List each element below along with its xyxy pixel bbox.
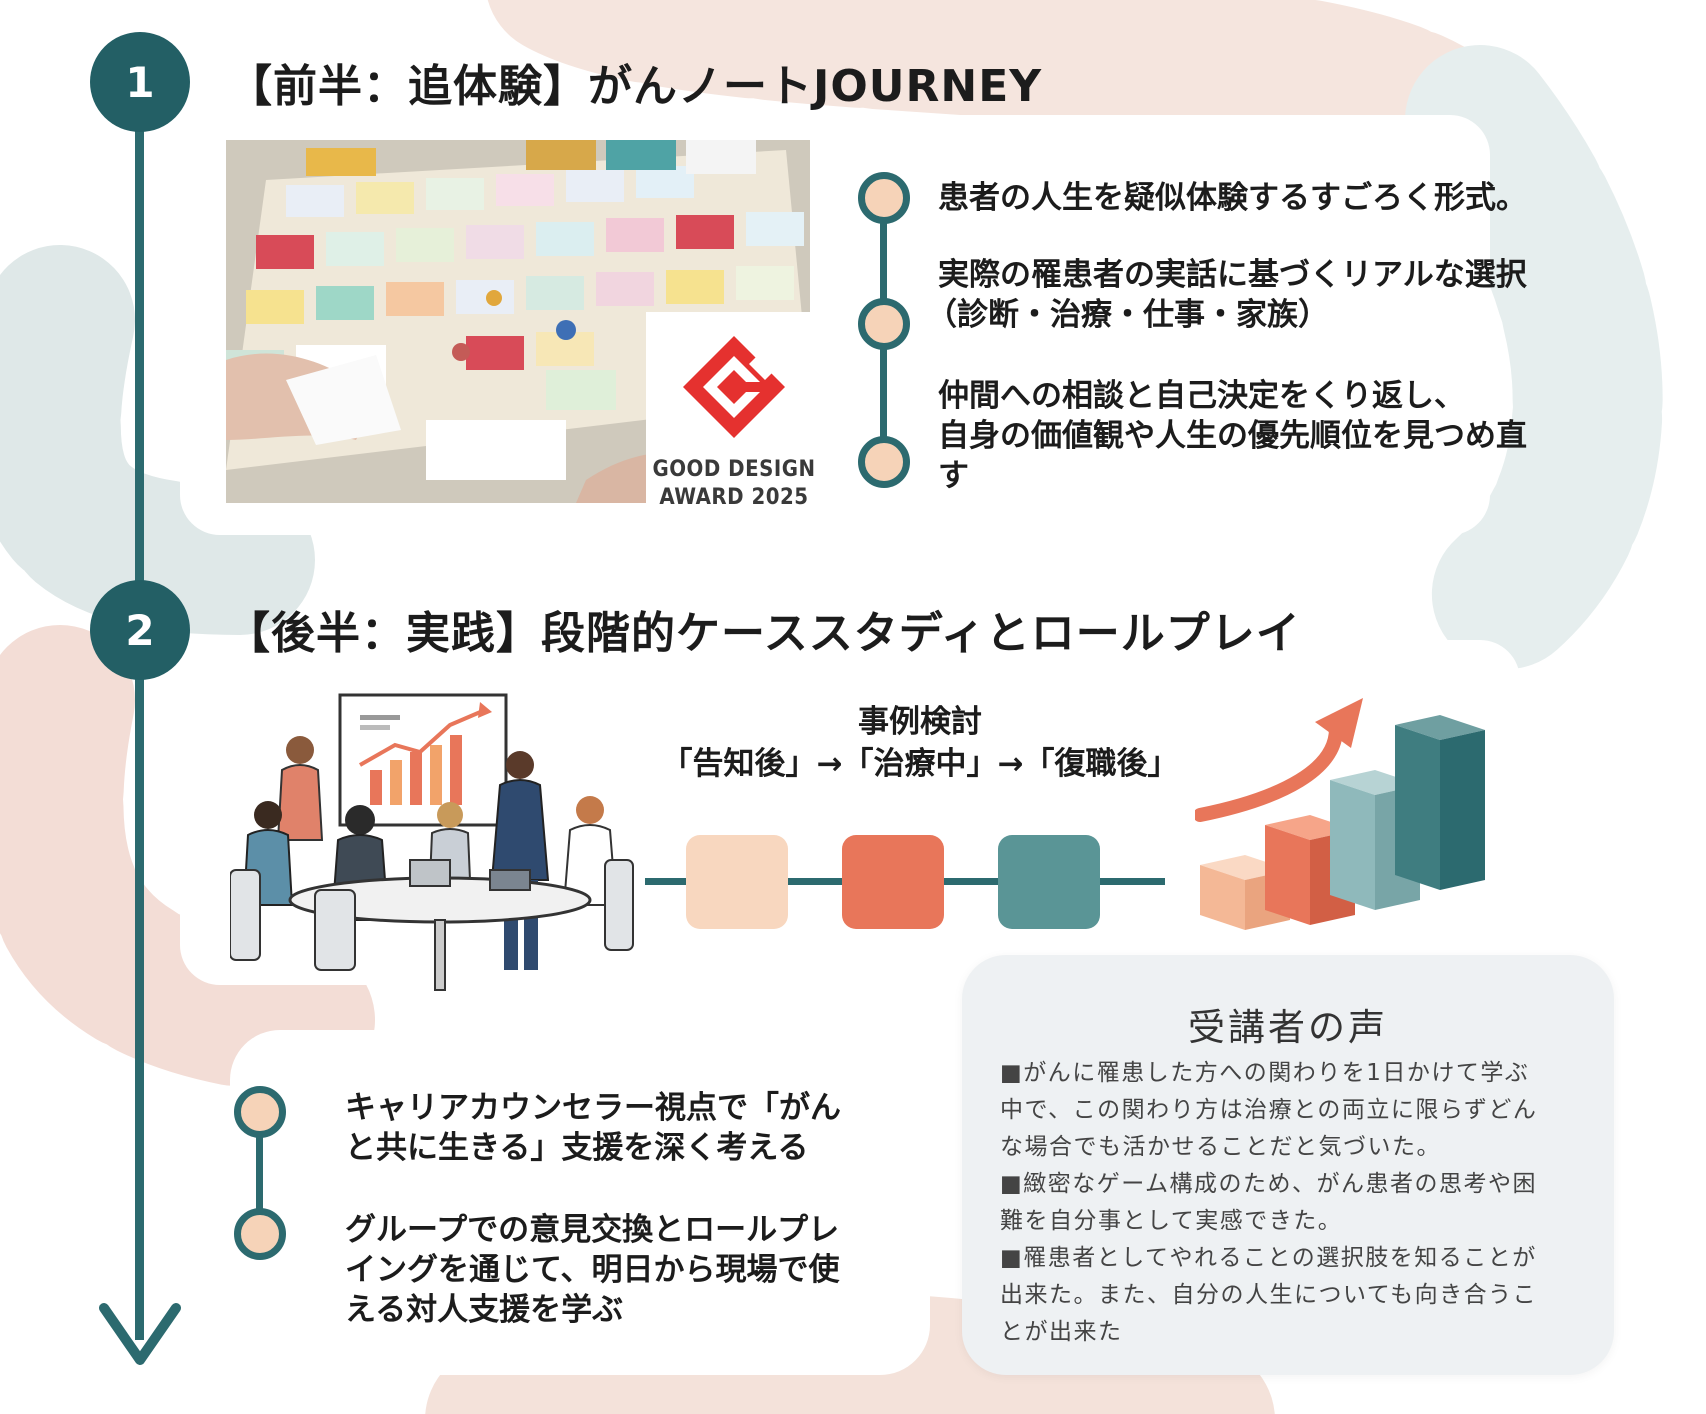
voice-line: ■罹患者としてやれることの選択肢を知ることが [1000,1245,1537,1271]
voice-line: 難を自分事として実感できた。 [1000,1208,1343,1234]
step-1-circle: 1 [90,32,190,132]
panel-bottom [230,1030,930,1375]
flow-step-notification [686,835,788,929]
participant-voices-card: 受講者の声 ■がんに罹患した方への関わりを1日かけて学ぶ 中で、この関わり方は治… [962,955,1614,1375]
award-line-2: AWARD 2025 [659,485,809,510]
timeline-rail [135,80,144,1340]
good-design-g-mark-icon [683,336,785,438]
bullet-dot [858,298,910,350]
s1-bullet-3-line-1: 仲間への相談と自己決定をくり返し、 [938,378,1465,414]
section-2-title: 【後半：実践】段階的ケーススタディとロールプレイ [226,608,1301,659]
voice-line: とが出来た [1000,1319,1123,1345]
voices-body: ■がんに罹患した方への関わりを1日かけて学ぶ 中で、この関わり方は治療との両立に… [1000,1055,1584,1351]
s1-bullet-2-line-2: （診断・治療・仕事・家族） [926,297,1329,333]
timeline-arrow-icon [99,1303,181,1365]
growth-bar-chart-icon [1195,698,1485,930]
bullet-dot [234,1208,286,1260]
meeting-illustration [230,693,634,991]
s1-bullet-1-line-1: 患者の人生を疑似体験するすごろく形式。 [938,180,1527,216]
bullet-dot [234,1086,286,1138]
case-stages-label: 「告知後」→「治療中」→「復職後」 [661,746,1179,782]
flow-step-return-to-work [998,835,1100,929]
s2-bullet-1-line-2: と共に生きる」支援を深く考える [345,1130,809,1166]
s1-bullet-3-line-2: 自身の価値観や人生の優先順位を見つめ直 [938,418,1527,454]
s2-bullet-2-line-1: グループでの意見交換とロールプレ [345,1212,840,1248]
step-2-circle: 2 [90,580,190,680]
award-line-1: GOOD DESIGN [652,457,816,482]
voice-line: な場合でも活かせることだと気づいた。 [1000,1134,1441,1160]
s1-bullet-3-line-3: す [938,458,969,494]
voice-line: 出来た。また、自分の人生についても向き合うこ [1000,1282,1538,1308]
flow-step-treatment [842,835,944,929]
voices-title: 受講者の声 [1188,1006,1388,1049]
bullet-dot [858,172,910,224]
case-study-label: 事例検討 [858,704,982,740]
voice-line: ■緻密なゲーム構成のため、がん患者の思考や困 [1000,1171,1538,1197]
voice-line: ■がんに罹患した方への関わりを1日かけて学ぶ [1000,1060,1530,1086]
good-design-award-badge: GOOD DESIGN AWARD 2025 [646,312,822,518]
bullet-dot [858,436,910,488]
s1-bullet-2-line-1: 実際の罹患者の実話に基づくリアルな選択 [938,257,1527,293]
s2-bullet-1-line-1: キャリアカウンセラー視点で「がん [345,1090,841,1126]
s2-bullet-2-line-2: イングを通じて、明日から現場で使 [345,1252,840,1288]
bullet-rail-2 [256,1110,263,1230]
voice-line: 中で、この関わり方は治療との両立に限らずどん [1000,1097,1538,1123]
section-1-title: 【前半：追体験】がんノートJOURNEY [228,61,1043,112]
s2-bullet-2-line-3: える対人支援を学ぶ [345,1292,624,1328]
